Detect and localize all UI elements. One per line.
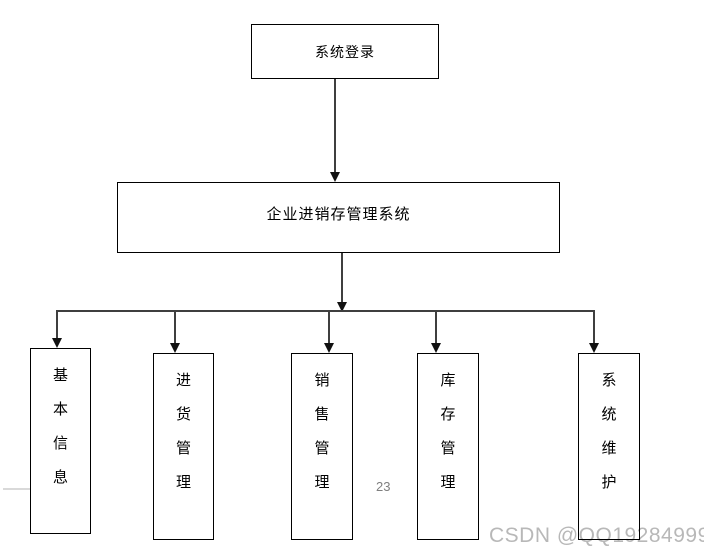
arrow-down-icon bbox=[169, 343, 180, 353]
arrow-line bbox=[328, 311, 330, 344]
arrow-line bbox=[174, 311, 176, 344]
connector-bar bbox=[56, 310, 595, 312]
arrow-line bbox=[56, 311, 58, 339]
watermark: CSDN @QQ1928499906 bbox=[489, 524, 704, 547]
page-margin-line bbox=[3, 488, 30, 490]
arrow-down-icon bbox=[588, 343, 599, 353]
node-main-system: 企业进销存管理系统 bbox=[117, 182, 560, 253]
node-module-maintenance-label: 系 统 维 护 bbox=[601, 372, 617, 491]
node-module-maintenance: 系 统 维 护 bbox=[578, 353, 640, 540]
node-module-purchase-label: 进 货 管 理 bbox=[175, 372, 191, 491]
node-module-basic-info: 基 本 信 息 bbox=[30, 348, 91, 534]
node-module-purchase: 进 货 管 理 bbox=[153, 353, 214, 540]
page-number: 23 bbox=[376, 479, 391, 494]
node-system-login: 系统登录 bbox=[251, 24, 439, 79]
node-main-system-label: 企业进销存管理系统 bbox=[266, 205, 411, 223]
arrow-down-icon bbox=[329, 172, 340, 182]
node-system-login-label: 系统登录 bbox=[315, 43, 375, 60]
node-module-sales: 销 售 管 理 bbox=[291, 353, 353, 540]
arrow-down-icon bbox=[336, 302, 347, 312]
arrow-line bbox=[341, 253, 343, 303]
arrow-line bbox=[334, 79, 336, 173]
arrow-line bbox=[593, 311, 595, 344]
arrow-down-icon bbox=[430, 343, 441, 353]
node-module-inventory: 库 存 管 理 bbox=[417, 353, 479, 540]
node-module-basic-info-label: 基 本 信 息 bbox=[52, 367, 68, 486]
arrow-down-icon bbox=[51, 338, 62, 348]
node-module-sales-label: 销 售 管 理 bbox=[314, 372, 330, 491]
node-module-inventory-label: 库 存 管 理 bbox=[440, 372, 456, 491]
arrow-line bbox=[435, 311, 437, 344]
arrow-down-icon bbox=[323, 343, 334, 353]
